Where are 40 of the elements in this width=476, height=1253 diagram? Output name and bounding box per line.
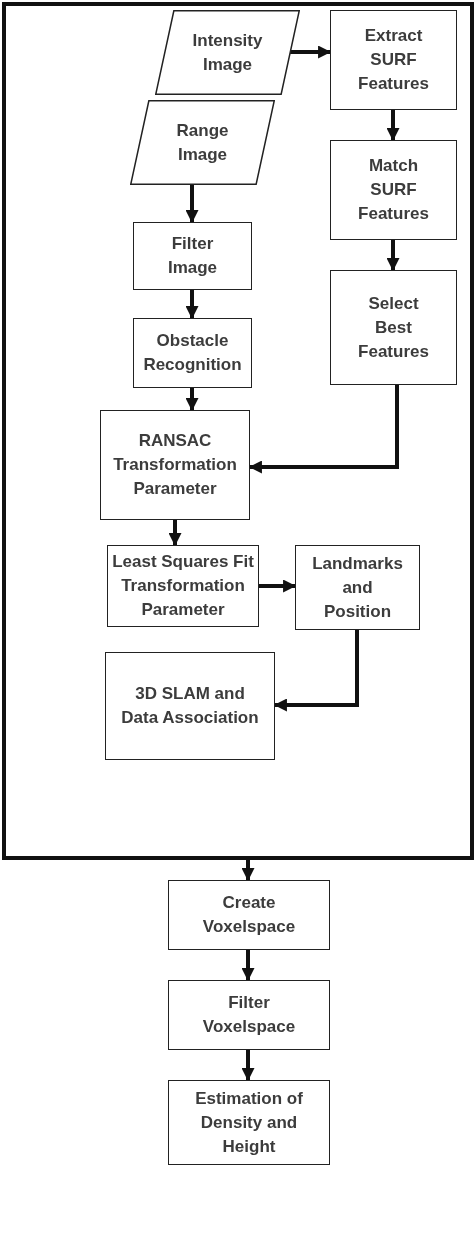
arrow xyxy=(185,388,199,412)
arrow xyxy=(259,579,297,593)
box-label: Select Best Features xyxy=(357,292,430,363)
process-box xyxy=(330,10,457,110)
arrow xyxy=(185,185,199,224)
process-box xyxy=(295,545,420,630)
process-box xyxy=(107,545,259,627)
box-label: Extract SURF Features xyxy=(357,25,430,95)
box-label: Landmarks and Position xyxy=(311,552,404,623)
box-label: 3D SLAM and Data Association xyxy=(120,683,260,729)
process-box xyxy=(330,270,457,385)
box-label: Intensity Image xyxy=(191,29,264,76)
process-box xyxy=(168,880,330,950)
process-box xyxy=(105,652,275,760)
box-label: Create Voxelspace xyxy=(201,892,297,938)
arrow xyxy=(290,45,332,59)
arrow xyxy=(168,520,182,547)
arrow xyxy=(273,630,359,712)
frame-border xyxy=(2,2,474,860)
process-box xyxy=(133,318,252,388)
process-box xyxy=(133,222,252,290)
arrow xyxy=(241,860,255,882)
process-box xyxy=(168,1080,330,1165)
box-label: Obstacle Recognition xyxy=(142,330,243,376)
arrow xyxy=(185,290,199,320)
box-label: RANSAC Transformation Parameter xyxy=(112,430,238,500)
process-box xyxy=(100,410,250,520)
box-label: Filter Voxelspace xyxy=(201,992,297,1038)
box-label: Filter Image xyxy=(166,233,219,279)
process-box xyxy=(330,140,457,240)
box-label: Least Squares Fit Transformation Parameter xyxy=(111,551,255,621)
box-label: Match SURF Features xyxy=(357,155,430,225)
arrow xyxy=(241,950,255,982)
box-label: Range Image xyxy=(175,119,230,166)
arrow xyxy=(241,1050,255,1082)
arrow xyxy=(386,110,400,142)
box-label: Estimation of Density and Height xyxy=(194,1087,304,1158)
arrow xyxy=(248,385,399,474)
process-box xyxy=(168,980,330,1050)
arrow xyxy=(386,240,400,272)
